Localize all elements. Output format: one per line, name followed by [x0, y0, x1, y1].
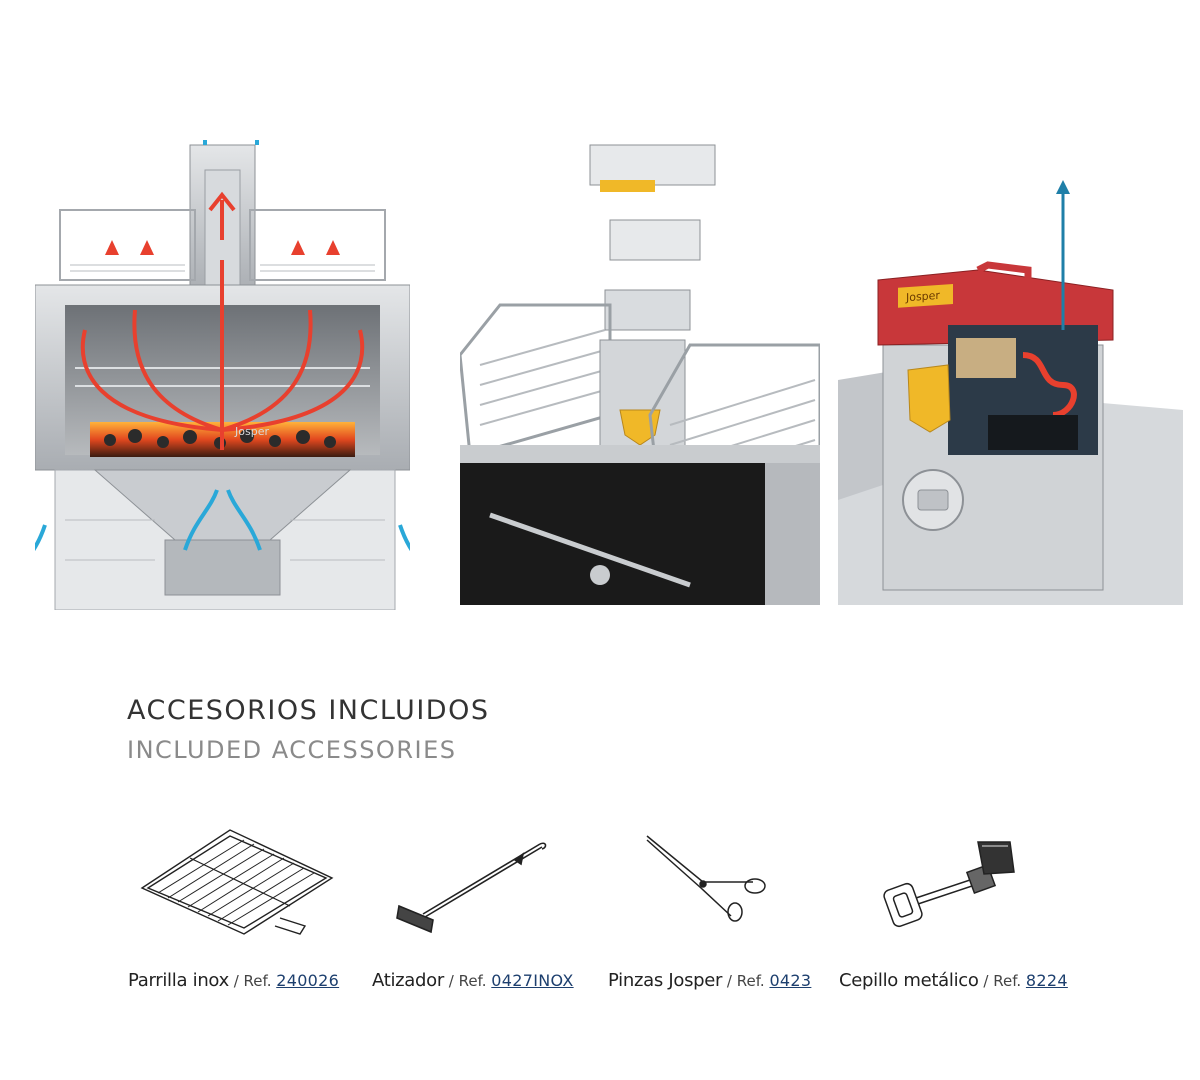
box-brand-text: Josper — [905, 289, 940, 304]
accessory-separator: / — [443, 972, 459, 990]
accessory-ref-label: Ref. — [458, 972, 492, 990]
accessory-ref-link[interactable]: 0427INOX — [491, 971, 574, 990]
accessory-separator: / — [978, 972, 994, 990]
accessory-name: Pinzas Josper — [608, 970, 723, 991]
accessory-name: Parrilla inox — [128, 970, 229, 991]
accessory-name: Cepillo metálico — [839, 970, 979, 991]
accessory-name: Atizador — [372, 970, 444, 991]
cutaway-brand-text: Josper — [234, 425, 269, 438]
grill-rack-icon — [140, 828, 335, 940]
wire-brush-icon — [882, 838, 1022, 930]
section-title-spanish: ACCESORIOS INCLUIDOS — [127, 695, 490, 726]
accessory-ref-link[interactable]: 0423 — [769, 971, 812, 990]
accessory-ref-link[interactable]: 8224 — [1025, 971, 1068, 990]
accessory-caption-grill: Parrilla inox / Ref. 240026 — [128, 970, 339, 991]
accessory-caption-poker: Atizador / Ref. 0427INOX — [372, 970, 574, 991]
tongs-icon — [643, 832, 768, 922]
accessory-ref-link[interactable]: 240026 — [276, 971, 340, 990]
accessory-caption-tongs: Pinzas Josper / Ref. 0423 — [608, 970, 811, 991]
accessory-separator: / — [722, 972, 737, 990]
chimney-box-image: Josper — [838, 180, 1183, 605]
accessory-ref-label: Ref. — [993, 972, 1026, 990]
section-title-english: INCLUDED ACCESSORIES — [127, 736, 457, 764]
accessory-ref-label: Ref. — [243, 972, 277, 990]
poker-icon — [395, 838, 550, 935]
accessory-separator: / — [228, 972, 244, 990]
accessory-caption-brush: Cepillo metálico / Ref. 8224 — [839, 970, 1068, 991]
grill-trays-image — [460, 125, 820, 605]
oven-cutaway-image: Josper — [35, 140, 410, 610]
accessory-ref-label: Ref. — [736, 972, 770, 990]
